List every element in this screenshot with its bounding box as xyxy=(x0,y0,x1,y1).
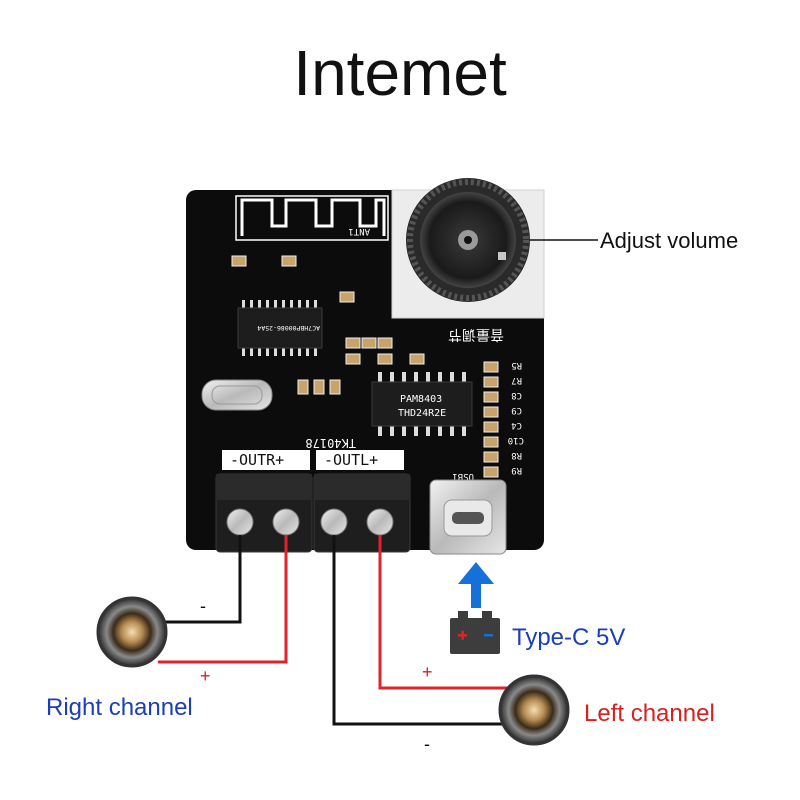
wire-right-black xyxy=(158,535,242,624)
model-label: TK40178 xyxy=(305,436,356,450)
left-channel-label: Left channel xyxy=(584,700,715,727)
comp-C4: C4 xyxy=(511,420,522,430)
antenna-trace xyxy=(240,198,386,236)
smd-components xyxy=(231,255,425,395)
right-component-column: R5 R7 C8 C9 C4 C10 R8 R9 xyxy=(483,360,524,478)
comp-C8: C8 xyxy=(511,390,522,400)
comp-C9: C9 xyxy=(511,405,522,415)
right-plus-sign: + xyxy=(200,666,211,686)
terminal-label-right: -OUTR+ xyxy=(230,451,284,469)
usb-label: USB1 xyxy=(452,471,474,481)
comp-C10: C10 xyxy=(508,435,524,445)
right-channel-label: Right channel xyxy=(46,694,193,721)
amp-chip-line1: PAM8403 xyxy=(400,394,442,405)
bt-chip: AC7HBP00086-25A4 xyxy=(237,300,323,356)
antenna-label: ANT1 xyxy=(348,226,370,236)
usb-c-port xyxy=(429,479,507,555)
comp-R7: R7 xyxy=(511,375,522,385)
left-plus-sign: + xyxy=(422,662,433,682)
wires xyxy=(158,535,510,726)
terminal-strip-left xyxy=(316,450,404,470)
power-arrow xyxy=(458,562,494,608)
wire-left-red xyxy=(378,535,510,690)
wire-right-red xyxy=(158,535,288,664)
terminal-label-left: -OUTL+ xyxy=(324,451,378,469)
volume-cn-label: 音量调节 xyxy=(448,326,504,343)
left-minus-sign: - xyxy=(424,734,430,754)
power-label: Type-C 5V xyxy=(512,624,626,651)
comp-R8: R8 xyxy=(511,450,522,460)
volume-knob xyxy=(391,178,545,319)
page-title: Intemet xyxy=(293,37,507,109)
speaker-right xyxy=(96,596,168,668)
battery-icon xyxy=(450,611,500,654)
adjust-volume-label: Adjust volume xyxy=(600,228,739,253)
bt-chip-label: AC7HBP00086-25A4 xyxy=(257,324,320,332)
right-minus-sign: - xyxy=(200,596,206,616)
comp-R9: R9 xyxy=(511,465,522,475)
terminal-strip-right xyxy=(222,450,310,470)
amp-chip-line2: THD24R2E xyxy=(398,408,446,419)
screw-terminal-left xyxy=(313,473,411,553)
screw-terminal-right xyxy=(215,473,313,553)
crystal-y1 xyxy=(201,379,273,411)
amp-chip: PAM8403 THD24R2E xyxy=(371,372,473,436)
speaker-left xyxy=(498,674,570,746)
comp-R5: R5 xyxy=(511,360,522,370)
wire-left-black xyxy=(332,535,510,726)
